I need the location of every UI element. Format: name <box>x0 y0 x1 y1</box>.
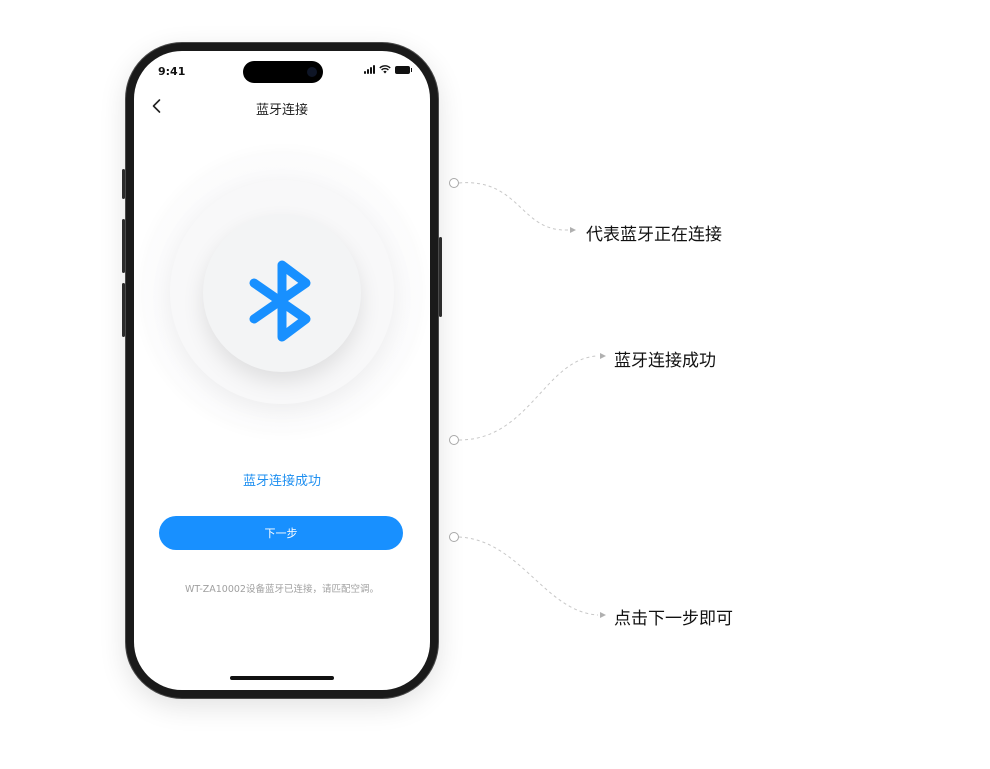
annotation-next-step: 点击下一步即可 <box>614 609 733 629</box>
signal-icon <box>364 65 375 74</box>
silent-switch <box>122 169 125 199</box>
anchor-dot-success <box>449 435 459 445</box>
annotation-success: 蓝牙连接成功 <box>614 351 716 371</box>
volume-up-button <box>122 219 125 273</box>
next-step-button[interactable]: 下一步 <box>159 516 403 550</box>
anchor-dot-connecting <box>449 178 459 188</box>
volume-down-button <box>122 283 125 337</box>
connection-status-text: 蓝牙连接成功 <box>242 474 321 489</box>
home-indicator[interactable] <box>230 676 334 680</box>
connector-line-success <box>458 355 599 441</box>
dynamic-island <box>243 61 323 83</box>
status-time: 9:41 <box>158 65 186 78</box>
chevron-left-icon[interactable] <box>148 97 166 115</box>
arrow-head-success <box>600 353 606 359</box>
phone-mockup: 9:41 蓝牙连接 蓝牙连接成功 下一步 W <box>122 43 442 698</box>
bluetooth-icon <box>249 260 311 342</box>
app-screen: 9:41 蓝牙连接 蓝牙连接成功 下一步 W <box>134 51 430 690</box>
battery-icon <box>395 65 412 74</box>
connector-line-next <box>458 536 599 616</box>
connector-line-connecting <box>458 182 569 231</box>
arrow-head-next <box>600 612 606 618</box>
arrow-head-connecting <box>570 227 576 233</box>
wifi-icon <box>379 65 391 74</box>
anchor-dot-next <box>449 532 459 542</box>
annotation-connecting: 代表蓝牙正在连接 <box>586 225 722 245</box>
page-title: 蓝牙连接 <box>255 103 308 118</box>
camera-icon <box>307 67 317 77</box>
power-button <box>439 237 442 317</box>
device-connected-hint: WT-ZA10002设备蓝牙已连接，请匹配空调。 <box>185 584 379 595</box>
status-icons <box>364 65 412 74</box>
